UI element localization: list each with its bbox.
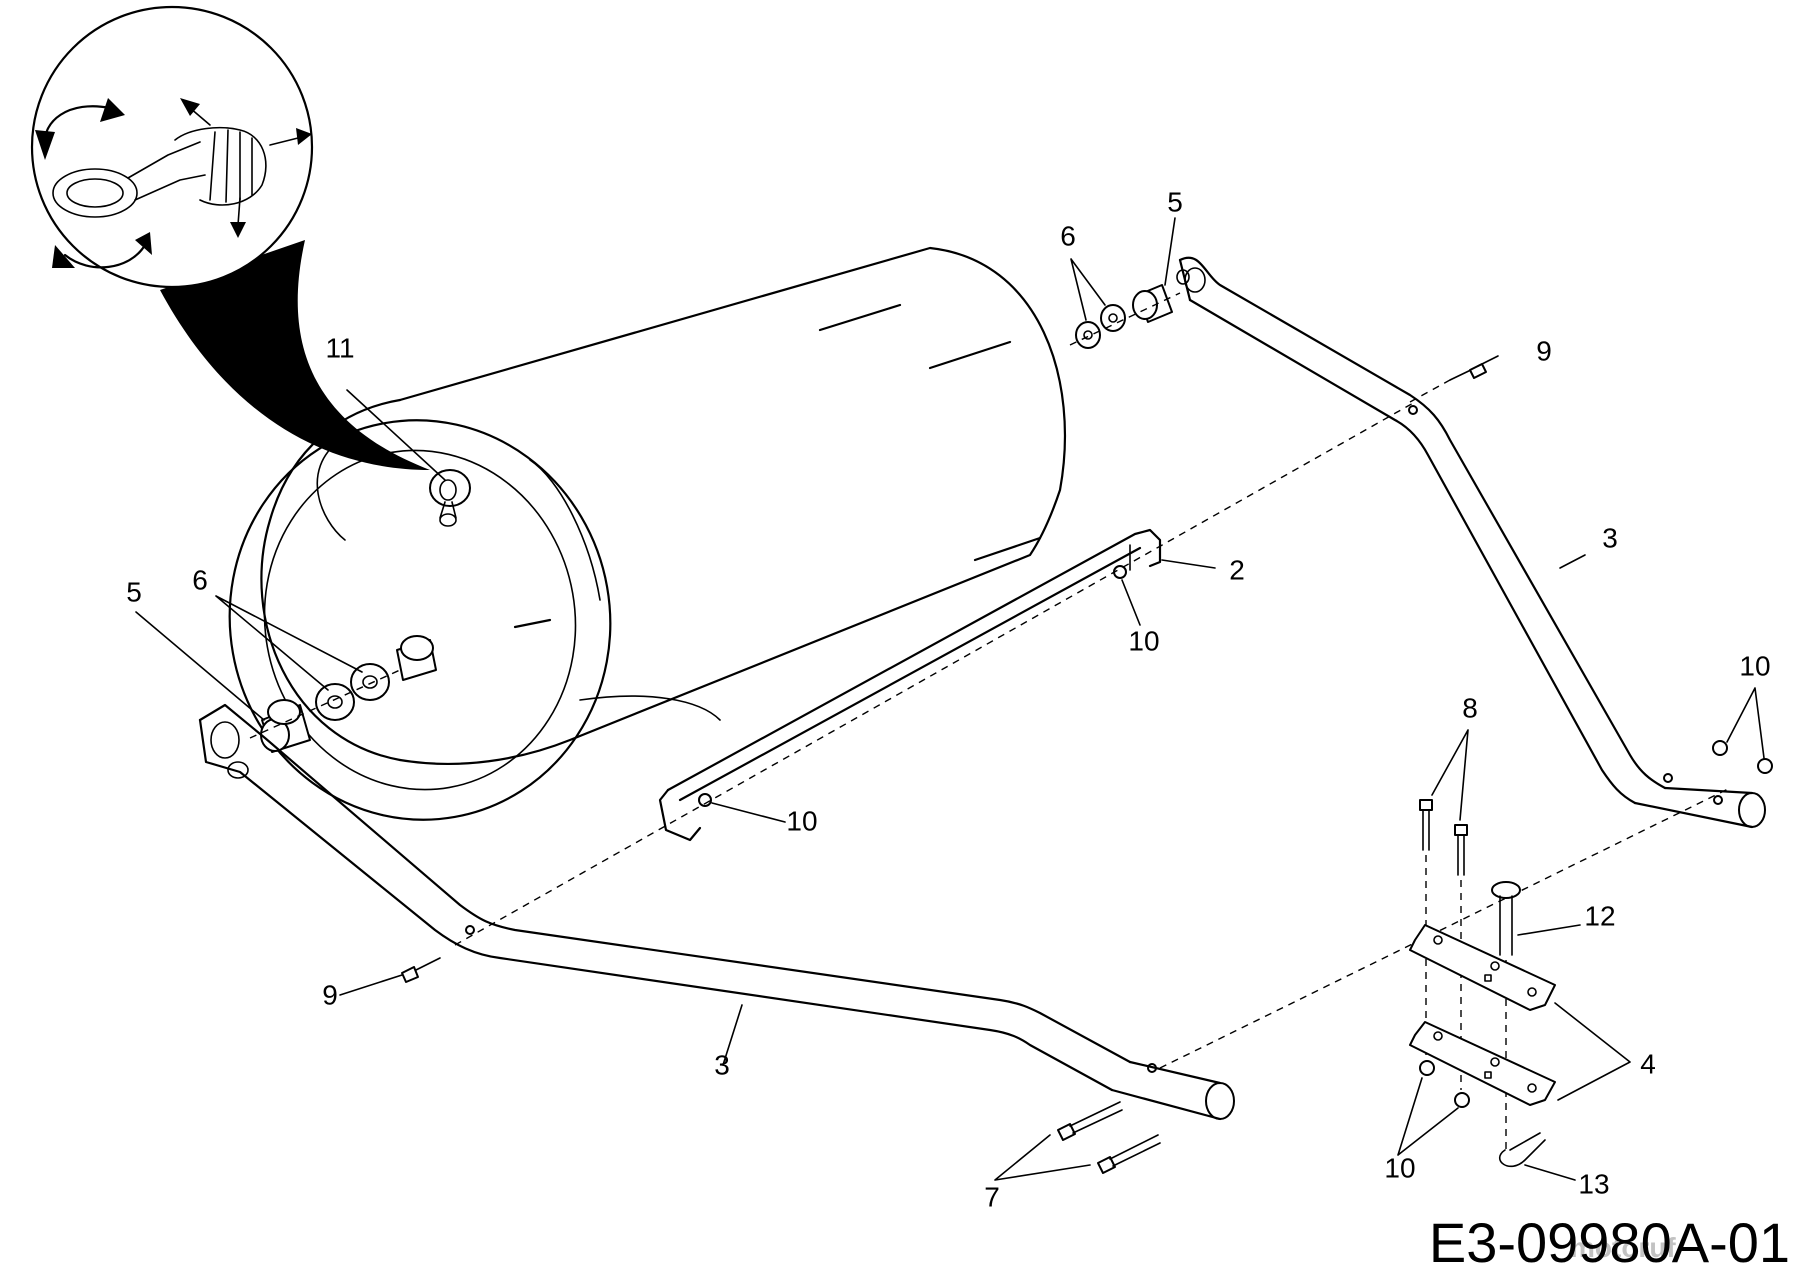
- hairpin-clip: [1498, 1132, 1546, 1168]
- watermark: motoruf: [1570, 1232, 1676, 1263]
- callout-13: 13: [1578, 1168, 1609, 1199]
- callout-3-left: 3: [714, 1049, 730, 1080]
- callout-3-right: 3: [1602, 522, 1618, 553]
- callout-10-left: 10: [786, 805, 817, 836]
- rotate-arrow-icon: [63, 243, 147, 269]
- axle-hardware-left: [249, 635, 437, 753]
- cross-bar: [658, 528, 1162, 842]
- drain-plug: [429, 469, 471, 527]
- bolts-7: [1057, 1101, 1161, 1174]
- callout-7: 7: [984, 1181, 1000, 1212]
- clevis-pin: [1491, 881, 1521, 1150]
- callout-5-top: 5: [1167, 186, 1183, 217]
- leader-lines: [135, 217, 1765, 1181]
- magnifier-pointer: [160, 240, 430, 470]
- link-plates: [1409, 924, 1556, 1106]
- detail-magnifier: [30, 5, 314, 289]
- nuts-right: [1712, 740, 1773, 774]
- bolt-9-top: [1409, 363, 1487, 403]
- callout-6-left: 6: [192, 564, 208, 595]
- handle-arm-left: [198, 703, 1235, 1121]
- callout-12: 12: [1584, 900, 1615, 931]
- callout-6-top: 6: [1060, 220, 1076, 251]
- callout-10-right: 10: [1739, 650, 1770, 681]
- plug-thread: [174, 126, 267, 206]
- axle-hardware-top: [1069, 284, 1181, 349]
- callout-10-mid: 10: [1128, 625, 1159, 656]
- callout-9-top: 9: [1536, 335, 1552, 366]
- callout-8: 8: [1462, 692, 1478, 723]
- arrow-right-icon: [269, 136, 303, 146]
- callout-11: 11: [325, 332, 354, 363]
- callout-labels: 11 6 5 9 2 10 3 10 5 6 10 8 12 9 3 4 10 …: [126, 186, 1770, 1212]
- arrow-down-icon: [237, 197, 241, 226]
- bolt-9-left: [401, 957, 441, 983]
- drawing-code: E3-09980A-01: [1429, 1211, 1790, 1272]
- callout-10-bottom: 10: [1384, 1152, 1415, 1183]
- callout-5-left: 5: [126, 576, 142, 607]
- plug-ring: [52, 168, 138, 218]
- nuts-bottom: [1419, 1060, 1470, 1108]
- callout-9-left: 9: [322, 979, 338, 1010]
- roller-drum: [228, 246, 1067, 821]
- callout-2: 2: [1229, 554, 1245, 585]
- callout-4: 4: [1640, 1048, 1656, 1079]
- handle-arm-right: [1176, 256, 1766, 829]
